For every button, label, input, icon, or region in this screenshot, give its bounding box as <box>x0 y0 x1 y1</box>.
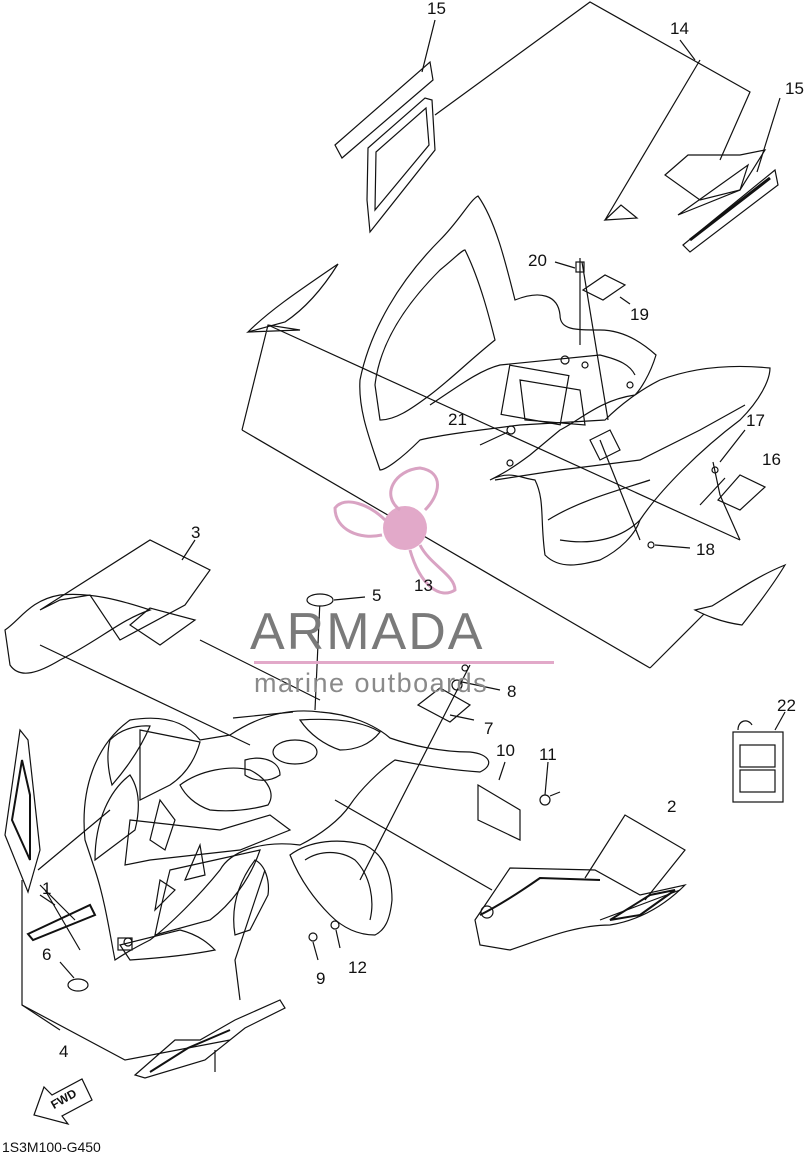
callout-18: 18 <box>696 540 715 559</box>
callout-5: 5 <box>372 586 382 605</box>
callout-1: 1 <box>42 879 52 898</box>
callout-14: 14 <box>670 19 689 38</box>
callout-21: 21 <box>448 410 467 429</box>
front-fender <box>4 539 490 961</box>
callout-10: 10 <box>496 741 515 760</box>
callout-16: 16 <box>762 450 781 469</box>
callout-15-left: 15 <box>427 0 446 18</box>
watermark-subtitle: marine outboards <box>254 668 489 698</box>
rear-fender <box>241 195 787 669</box>
callout-4: 4 <box>59 1042 69 1061</box>
callout-3: 3 <box>191 523 201 542</box>
front-left-decals <box>4 728 286 1079</box>
front-right-decal <box>474 814 687 951</box>
callout-13: 13 <box>414 576 433 595</box>
reflector-parts <box>59 593 366 992</box>
callout-2: 2 <box>667 797 677 816</box>
callout-17: 17 <box>746 411 765 430</box>
propeller-logo-icon <box>333 466 457 595</box>
callout-12: 12 <box>348 958 367 977</box>
rear-right-side-decal <box>434 1 781 253</box>
callout-9: 9 <box>316 969 326 988</box>
watermark-divider <box>254 661 554 664</box>
callout-15-right: 15 <box>785 79 804 98</box>
rear-left-side-decal <box>334 19 436 234</box>
callout-19: 19 <box>630 305 649 324</box>
callout-11: 11 <box>539 745 557 764</box>
front-fender-hardware <box>308 664 786 961</box>
watermark-title: ARMADA <box>250 603 485 661</box>
callout-22: 22 <box>777 696 796 715</box>
diagram-code: 1S3M100-G450 <box>2 1139 101 1155</box>
rear-fender-hardware <box>479 258 767 549</box>
fwd-arrow-icon <box>33 1078 93 1126</box>
callout-6: 6 <box>42 945 52 964</box>
callout-7: 7 <box>484 719 494 738</box>
callout-20: 20 <box>528 251 547 270</box>
callout-8: 8 <box>507 682 517 701</box>
